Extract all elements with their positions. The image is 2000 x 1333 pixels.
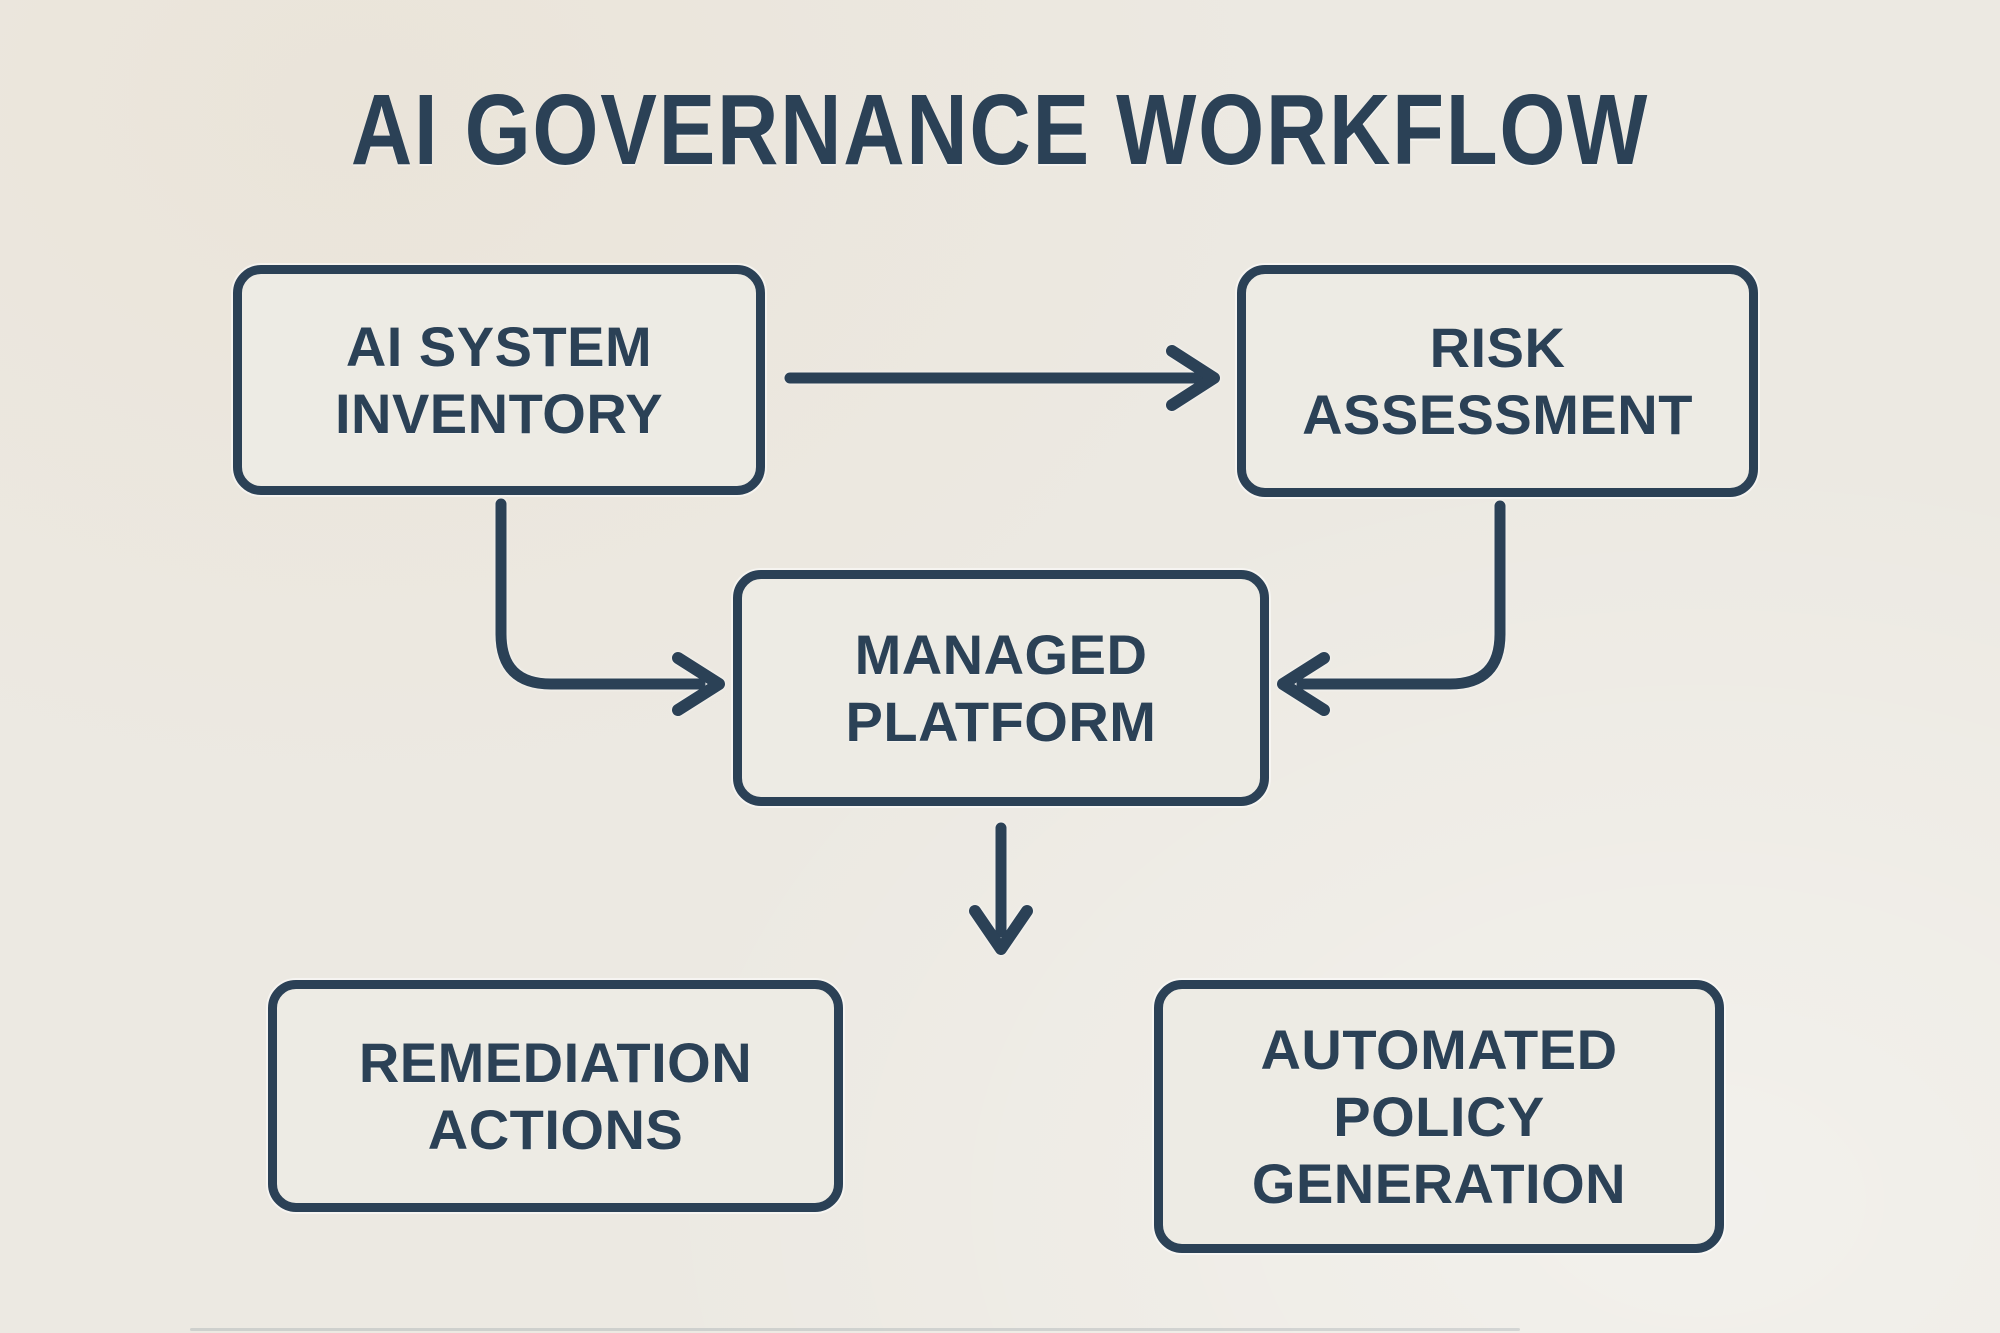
- node-label-line: POLICY: [1333, 1084, 1545, 1148]
- cropped-bottom-line: [190, 1328, 1520, 1331]
- arrowhead-down-icon: [969, 905, 1033, 955]
- arrow-inventory-to-risk: [784, 345, 1220, 411]
- arrow-line: [1296, 500, 1506, 690]
- node-label-line: RISK: [1429, 315, 1566, 379]
- arrow-platform-down: [969, 822, 1033, 955]
- node-managed-platform: MANAGED PLATFORM: [733, 570, 1269, 806]
- arrowhead-right-icon: [672, 652, 725, 716]
- node-label-line: MANAGED: [854, 622, 1148, 686]
- node-automated-policy-generation: AUTOMATED POLICY GENERATION: [1154, 980, 1724, 1253]
- page-title: AI GOVERNANCE WORKFLOW: [350, 74, 1650, 186]
- node-label-line: ACTIONS: [427, 1098, 684, 1161]
- node-label-line: AUTOMATED: [1260, 1017, 1618, 1081]
- arrow-line: [495, 498, 706, 690]
- arrowhead-left-icon: [1277, 652, 1330, 716]
- node-remediation-actions: REMEDIATION ACTIONS: [268, 980, 843, 1212]
- arrow-risk-to-platform: [1277, 500, 1506, 716]
- arrow-inventory-to-platform: [495, 498, 725, 716]
- node-label-line: PLATFORM: [845, 690, 1157, 753]
- node-label-line: GENERATION: [1251, 1152, 1627, 1216]
- node-label-line: AI SYSTEM: [345, 314, 653, 378]
- arrowhead-right-icon: [1166, 345, 1220, 411]
- node-risk-assessment: RISK ASSESSMENT: [1237, 265, 1758, 497]
- node-label-line: INVENTORY: [334, 382, 664, 445]
- node-ai-system-inventory: AI SYSTEM INVENTORY: [233, 265, 765, 495]
- node-label-line: ASSESSMENT: [1302, 383, 1693, 446]
- node-label-line: REMEDIATION: [358, 1030, 753, 1094]
